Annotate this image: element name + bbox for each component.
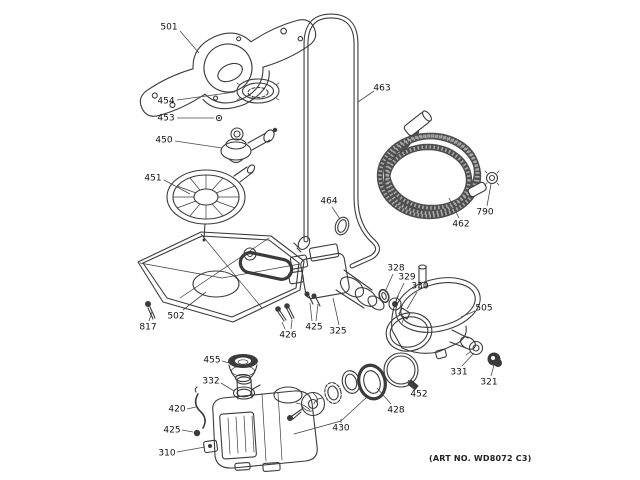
callout-452: 452: [410, 390, 427, 400]
callout-817: 817: [139, 323, 156, 333]
filter-plate-graphic: [137, 231, 305, 323]
leader-line-502: [182, 291, 207, 311]
wire-420-graphic: [194, 386, 206, 429]
callout-425: 425: [163, 426, 180, 436]
leader-line-330: [406, 291, 418, 310]
callout-layer: 501 454 453 450 451 463 462 790 464 817 502 426 425 3…: [139, 23, 497, 459]
callout-321: 321: [480, 378, 497, 388]
leader-line-425: [315, 303, 319, 322]
callout-451: 451: [144, 174, 161, 184]
sump-assembly-graphic: [385, 264, 481, 360]
callout-330: 330: [411, 282, 428, 292]
callout-455: 455: [203, 356, 220, 366]
bearing-ring-454-graphic: [236, 78, 280, 104]
screws-426-graphic: [275, 303, 295, 322]
leader-line-505: [460, 310, 476, 318]
seal-328-graphic: [378, 288, 390, 304]
water-conduit-450-graphic: [220, 127, 278, 164]
leader-line-425: [309, 302, 313, 322]
callout-426: 426: [279, 331, 296, 341]
leader-line-332: [220, 382, 235, 392]
leader-line-462: [448, 197, 460, 219]
leader-line-455: [221, 360, 230, 364]
leader-line-450: [174, 140, 223, 149]
hose-clamp-464-graphic: [334, 216, 350, 236]
leader-line-426: [281, 321, 286, 330]
leader-line-464: [331, 206, 341, 220]
spray-arm-graphic: [139, 19, 317, 117]
leader-line-310: [176, 446, 206, 453]
callout-450: 450: [155, 136, 172, 146]
leader-line-428: [376, 387, 392, 405]
callout-328: 328: [387, 264, 404, 274]
leader-line-817: [148, 311, 153, 322]
screw-817-graphic: [145, 301, 156, 320]
callout-329: 329: [398, 273, 415, 283]
callout-331: 331: [450, 368, 467, 378]
callout-332: 332: [202, 377, 219, 387]
hose-fitting-790-graphic: [484, 170, 500, 186]
leader-line-325: [332, 297, 340, 326]
leader-line-501: [179, 30, 200, 54]
clamp-332-graphic: [232, 384, 261, 400]
motor-assembly-graphic: [203, 376, 318, 472]
fitting-321-graphic: [487, 352, 502, 367]
leader-line-790: [486, 183, 492, 207]
grommet-453-graphic: [215, 114, 223, 122]
callout-428: 428: [387, 406, 404, 416]
leader-line-454: [176, 91, 236, 101]
leader-line-463: [357, 90, 375, 103]
drain-hose-graphic: [376, 110, 487, 220]
leader-line-328: [384, 273, 394, 293]
screw-425-motor-graphic: [193, 429, 201, 437]
callout-430: 430: [332, 424, 349, 434]
callout-790: 790: [476, 208, 493, 218]
clamp-452-graphic: [383, 352, 419, 391]
callout-501: 501: [160, 23, 177, 33]
leader-line-420: [186, 406, 197, 410]
callout-453: 453: [157, 114, 174, 124]
funnel-455-graphic: [228, 354, 258, 383]
leader-line-331: [461, 352, 475, 367]
drain-pump-graphic: [288, 243, 385, 311]
supply-tube-graphic: [293, 13, 380, 269]
callout-420: 420: [168, 405, 185, 415]
leader-line-451: [163, 179, 191, 195]
callout-463: 463: [373, 84, 390, 94]
callout-462: 462: [452, 220, 469, 230]
callout-425: 425: [305, 323, 322, 333]
check-valve-331-graphic: [465, 340, 484, 356]
leader-line-426: [290, 319, 293, 330]
leader-line-452: [407, 379, 416, 390]
art-number: (ART NO. WD8072 C3): [429, 454, 531, 463]
callout-464: 464: [320, 197, 337, 207]
callout-505: 505: [475, 304, 492, 314]
seal-kit-430-graphic: [287, 370, 369, 435]
turbine-plate-451-graphic: [166, 164, 256, 242]
callout-502: 502: [167, 312, 184, 322]
leader-line-425: [181, 429, 194, 433]
leader-line-329: [395, 282, 405, 301]
leader-line-321: [490, 364, 495, 377]
callout-325: 325: [329, 327, 346, 337]
callout-310: 310: [158, 449, 175, 459]
callout-454: 454: [157, 97, 174, 107]
